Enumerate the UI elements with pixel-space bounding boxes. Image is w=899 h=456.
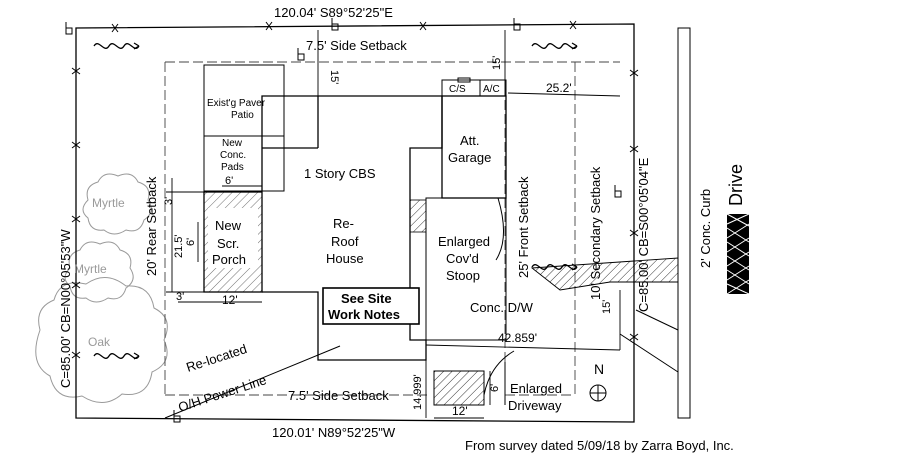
label-porch-2: Scr. <box>217 236 239 251</box>
driveway-apron <box>530 257 679 291</box>
property-markers <box>65 18 622 423</box>
label-ac: A/C <box>483 84 500 95</box>
bearing-top: 120.04' S89°52'25"E <box>274 5 393 20</box>
label-relocated: Re-located <box>184 341 248 375</box>
tree-label-oak: Oak <box>88 335 111 349</box>
tree-label-myrtle-1: Myrtle <box>92 196 125 210</box>
setback-secondary: 10' Secondary Setback <box>588 166 603 300</box>
label-enl-drive-1: Enlarged <box>510 381 562 396</box>
setback-lines <box>164 61 620 396</box>
paver-patio <box>203 64 285 192</box>
bearing-right: C=85.00' CB=S00°05'04"E <box>636 157 651 312</box>
dim-driveway-14: 14.999' <box>412 374 424 410</box>
drive-symbol <box>726 213 750 295</box>
power-line <box>164 345 341 419</box>
label-patio-2: Patio <box>231 110 254 121</box>
boundary-ticks <box>71 20 639 359</box>
dim-rear-3-bottom: 3' <box>176 291 184 303</box>
dim-drive-12: 12' <box>452 404 468 418</box>
label-cs: C/S <box>449 84 466 95</box>
label-patio-1: Exist'g Paver <box>207 98 266 109</box>
setback-front: 25' Front Setback <box>516 176 531 278</box>
dim-driveway-42: 42.859' <box>498 331 537 345</box>
label-garage-1: Att. <box>460 133 480 148</box>
label-stoop-2: Cov'd <box>446 251 479 266</box>
label-driveway-cw: Conc. D/W <box>470 300 534 315</box>
north-arrow <box>589 384 607 402</box>
survey-footer: From survey dated 5/09/18 by Zarra Boyd,… <box>465 438 734 453</box>
label-reroof-1: Re- <box>333 216 354 231</box>
label-work-notes-2: Work Notes <box>328 307 400 322</box>
dim-porch-12: 12' <box>222 293 238 307</box>
tree-myrtle-lower <box>64 241 134 303</box>
house-outline <box>261 95 443 361</box>
dim-top-15-a: 15' <box>328 70 340 84</box>
label-north: N <box>594 361 604 377</box>
label-pads-3: Pads <box>221 162 244 173</box>
label-garage-2: Garage <box>448 150 491 165</box>
setback-side-top: 7.5' Side Setback <box>306 38 407 53</box>
dim-rear-3-top: 3' <box>163 197 175 205</box>
label-pads-2: Conc. <box>220 150 246 161</box>
bearing-bottom: 120.01' N89°52'25"W <box>272 425 396 440</box>
dim-rear-21-5: 21.5' <box>173 234 185 258</box>
label-enl-drive-2: Driveway <box>508 398 562 413</box>
dim-front-25-2: 25.2' <box>546 81 572 95</box>
setback-rear: 20' Rear Setback <box>144 176 159 276</box>
label-reroof-2: Roof <box>331 234 359 249</box>
concrete-curb <box>677 27 691 419</box>
tree-myrtle-upper <box>82 173 152 235</box>
work-notes-box <box>322 287 420 325</box>
dimension-lines <box>166 30 621 419</box>
label-reroof-3: House <box>326 251 364 266</box>
dim-rear-6: 6' <box>185 238 197 246</box>
label-power-line: O/H Power Line <box>176 372 268 415</box>
label-pads-1: New <box>222 138 243 149</box>
label-stoop-3: Stoop <box>446 268 480 283</box>
setback-side-bottom: 7.5' Side Setback <box>288 388 389 403</box>
enlarged-driveway-patch <box>433 370 485 406</box>
swale-symbols <box>93 42 578 360</box>
dim-drive-6: 6' <box>489 384 501 392</box>
label-drive: Drive <box>726 164 746 206</box>
cs-ac-box <box>441 79 507 97</box>
label-house-type: 1 Story CBS <box>304 166 376 181</box>
dim-pad-6: 6' <box>225 175 233 187</box>
label-stoop-1: Enlarged <box>438 234 490 249</box>
tree-label-myrtle-2: Myrtle <box>74 262 107 276</box>
bearing-left: C=85.00' CB=N00°05'53"W <box>58 229 73 388</box>
property-boundary <box>75 23 635 423</box>
label-curb: 2' Conc. Curb <box>698 189 713 268</box>
label-porch-3: Porch <box>212 252 246 267</box>
dim-top-15-b: 15' <box>491 56 503 70</box>
label-work-notes-1: See Site <box>341 291 392 306</box>
dim-right-15: 15' <box>601 300 613 314</box>
covered-stoop <box>425 197 507 341</box>
label-porch-1: New <box>215 218 242 233</box>
